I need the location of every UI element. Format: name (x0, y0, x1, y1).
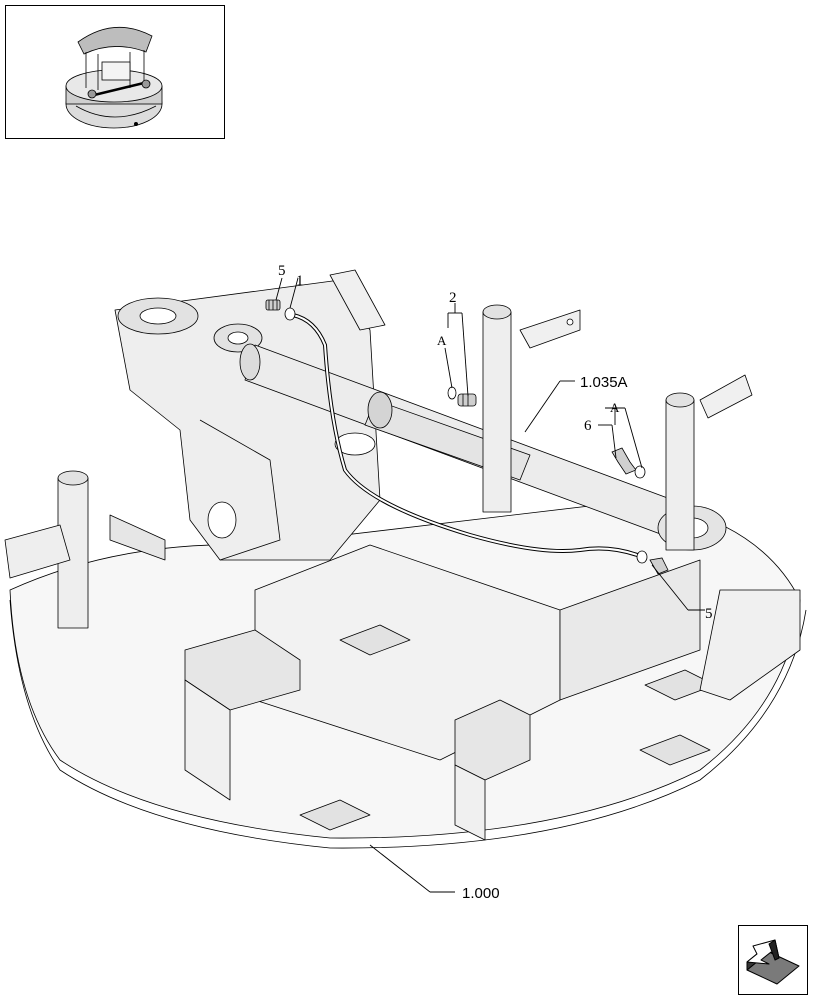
fitting-item-5-top (265, 299, 281, 311)
fitting-item-2 (447, 386, 477, 407)
next-page-arrow-icon (746, 939, 800, 985)
fitting-item-6 (611, 447, 646, 479)
next-page-button[interactable] (738, 925, 808, 995)
callout-2: 2 (449, 290, 457, 306)
post-mid (482, 311, 512, 513)
fitting-item-1 (284, 307, 296, 321)
callout-6: 6 (584, 418, 592, 434)
fitting-item-5-bottom (636, 550, 669, 575)
callout-1-000: 1.000 (462, 885, 500, 902)
callout-1-035a: 1.035A (580, 374, 628, 391)
post-right (665, 399, 695, 551)
callout-5-bottom: 5 (705, 606, 713, 622)
hydraulic-hose (292, 313, 641, 558)
overview-thumbnail (5, 5, 225, 139)
leader-lines (275, 277, 705, 893)
callout-a-left: A (437, 333, 447, 348)
upper-frame-structure (4, 269, 807, 849)
callout-1: 1 (296, 273, 304, 289)
fittings (265, 299, 669, 575)
callout-a-right: A (610, 400, 620, 415)
callout-5-top: 5 (278, 263, 286, 279)
machine-overview-icon (65, 26, 163, 129)
